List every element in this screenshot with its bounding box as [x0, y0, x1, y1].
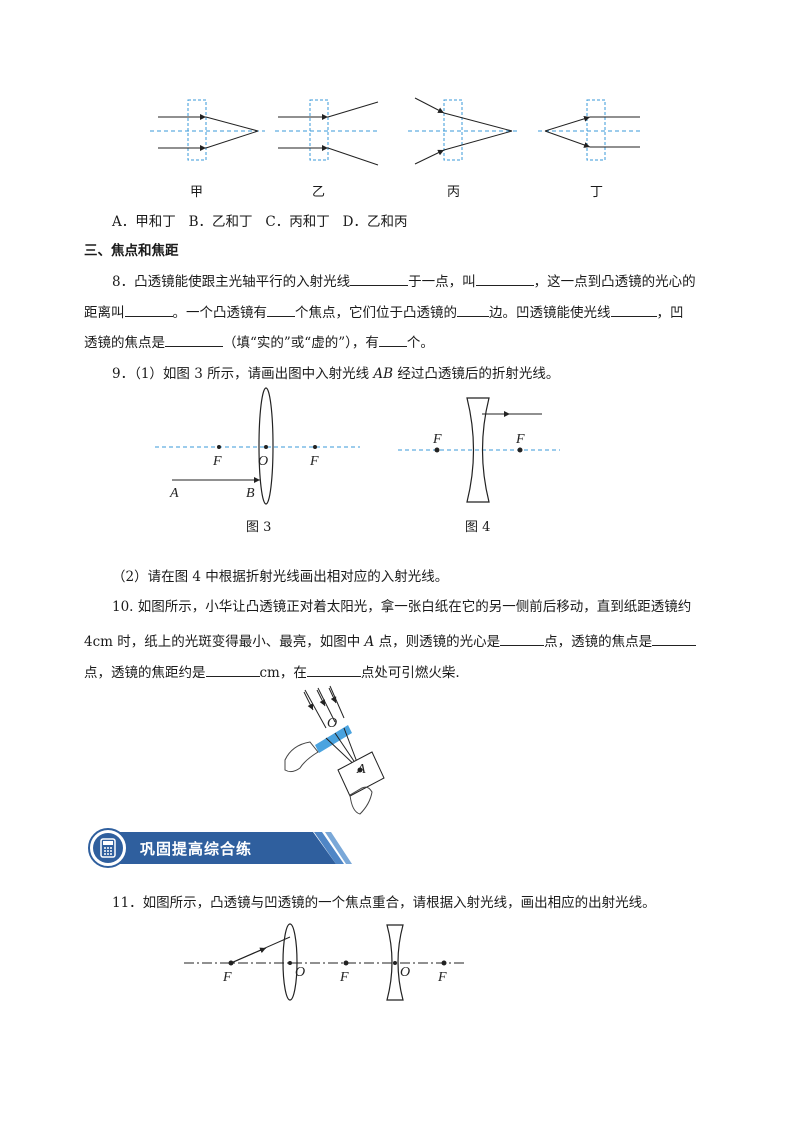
fig3-F-right: F — [309, 454, 319, 469]
blank[interactable] — [610, 301, 657, 317]
blank[interactable] — [267, 301, 295, 317]
fig3-B: B — [246, 486, 255, 501]
label-jia: 甲 — [190, 185, 204, 200]
q10-line2: 4cm 时，纸上的光斑变得最小、最亮，如图中 A 点，则透镜的光心是点，透镜的焦… — [84, 630, 697, 652]
figure-4: F F — [398, 397, 560, 503]
fig10-O: O — [327, 716, 337, 731]
label-bing: 丙 — [447, 185, 461, 200]
fig4-F-right: F — [515, 432, 525, 447]
fig11-F2: F — [339, 970, 349, 985]
fig3-A: A — [169, 486, 179, 501]
concave-lens — [466, 397, 490, 503]
fig10-A: A — [356, 762, 366, 777]
q10-line1: 10. 如图所示，小华让凸透镜正对着太阳光，拿一张白纸在它的另一侧前后移动，直到… — [112, 599, 692, 615]
q8-line3: 透镜的焦点是（填“实的”或“虚的”），有个。 — [84, 331, 434, 353]
fig11-F3: F — [437, 970, 447, 985]
convex-lens-11 — [282, 923, 298, 1001]
fig4-caption: 图 4 — [465, 520, 491, 535]
blank[interactable] — [475, 270, 534, 286]
blank[interactable] — [457, 301, 489, 317]
blank[interactable] — [350, 270, 409, 286]
figure-ding — [538, 99, 640, 161]
section-title: 三、焦点和焦距 — [84, 243, 179, 259]
q9-part2: （2）请在图 4 中根据折射光线画出相对应的入射光线。 — [112, 569, 449, 585]
fig3-caption: 图 3 — [246, 520, 272, 535]
blank[interactable] — [500, 630, 545, 646]
fig11-F1: F — [222, 970, 232, 985]
fig3-O: O — [258, 454, 268, 469]
figure-bing — [408, 97, 518, 165]
q9-part1: 9．（1）如图 3 所示，请画出图中入射光线 AB 经过凸透镜后的折射光线。 — [112, 366, 560, 382]
blank[interactable] — [124, 301, 173, 317]
blank[interactable] — [205, 661, 260, 677]
q7-options: A．甲和丁 B．乙和丁 C．丙和丁 D．乙和丙 — [112, 214, 408, 230]
top-lens-figures — [150, 97, 640, 166]
q11-text: 11．如图所示，凸透镜与凹透镜的一个焦点重合，请根据入射光线，画出相应的出射光线… — [112, 895, 656, 911]
blank[interactable] — [378, 331, 407, 347]
q8-line1: 8．凸透镜能使跟主光轴平行的入射光线于一点，叫，这一点到凸透镜的光心的 — [112, 270, 696, 292]
figure-sunlight-lens: O A — [284, 685, 385, 815]
calculator-icon — [100, 838, 116, 858]
label-yi: 乙 — [312, 185, 326, 200]
concave-lens-11 — [386, 924, 404, 1001]
blank[interactable] — [652, 630, 697, 646]
figure-jia — [150, 99, 265, 161]
convex-lens — [258, 387, 274, 505]
fig3-F-left: F — [212, 454, 222, 469]
blank[interactable] — [306, 661, 361, 677]
section-banner: 巩固提高综合练 — [88, 828, 352, 868]
figure-yi — [275, 99, 379, 166]
fig11-O2: O — [400, 965, 410, 980]
fig4-F-left: F — [432, 432, 442, 447]
figure-11: F O F O F — [184, 923, 465, 1001]
q8-line2: 距离叫。一个凸透镜有个焦点，它们位于凸透镜的边。凹透镜能使光线，凹 — [84, 301, 684, 323]
fig11-O1: O — [295, 965, 305, 980]
figure-3: F O F A B — [155, 387, 360, 505]
label-ding: 丁 — [590, 185, 604, 200]
blank[interactable] — [165, 331, 223, 347]
banner-title: 巩固提高综合练 — [140, 840, 253, 858]
